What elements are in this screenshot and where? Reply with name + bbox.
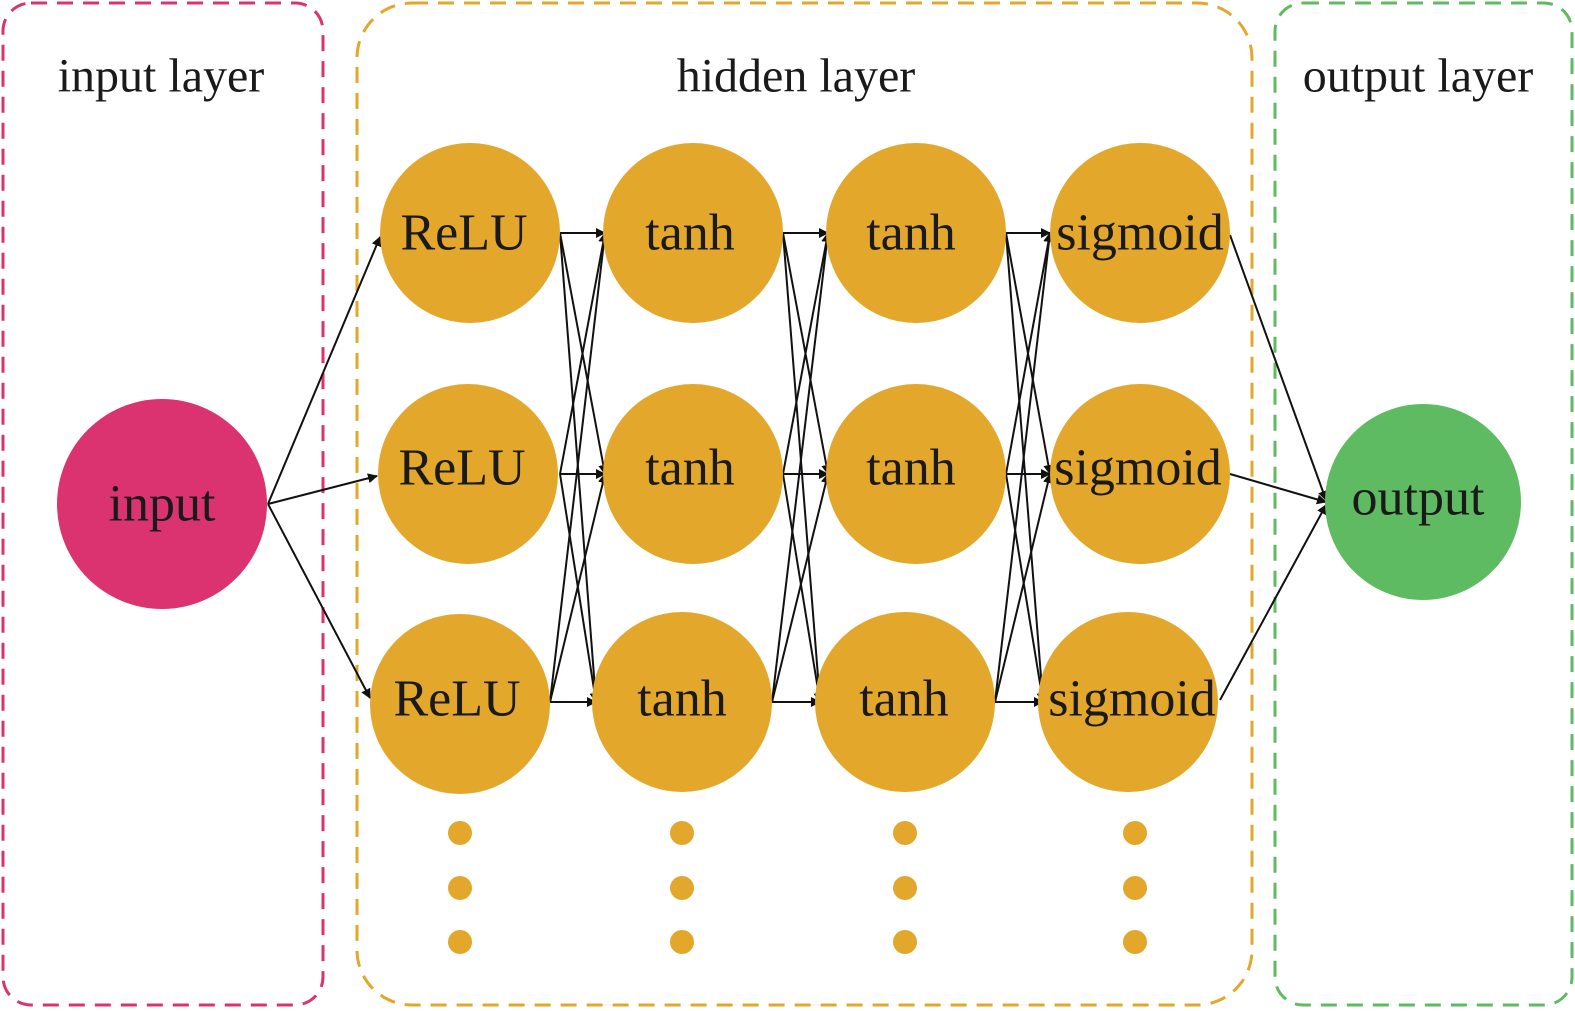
edge-c2-r2-to-c3-r3 <box>782 473 824 703</box>
edge-c3-r3-to-c4-r1 <box>994 232 1054 703</box>
hidden-node-c1-r2 <box>378 384 558 564</box>
edge-c3-r3-to-c4-r2 <box>994 473 1053 703</box>
edge-c1-r3-to-c2-r2 <box>549 473 608 703</box>
ellipsis-dot <box>670 930 694 954</box>
hidden-node-c1-r1 <box>380 143 560 323</box>
edge-input-to-c1-r3 <box>267 503 371 699</box>
ellipsis-dot <box>893 876 917 900</box>
hidden-node-c4-r3-label: sigmoid <box>1048 671 1216 728</box>
hidden-column-3: tanh tanh tanh <box>815 143 1006 792</box>
edge-c2-r2-to-c3-r1 <box>782 232 832 475</box>
output-layer-title: output layer <box>1303 50 1534 103</box>
ellipsis-dot <box>448 821 472 845</box>
output-node-circle <box>1325 404 1521 600</box>
edge-c4-r1-to-output <box>1229 234 1328 501</box>
edge-c3-r2-to-c4-r1 <box>1005 232 1054 475</box>
hidden-node-c3-r3 <box>815 612 995 792</box>
hidden-node-c4-r2-label: sigmoid <box>1054 440 1222 497</box>
input-node-label: input <box>109 476 216 533</box>
ellipsis-dot <box>670 821 694 845</box>
ellipsis-dot <box>893 821 917 845</box>
edge-c2-r1-to-c3-r3 <box>782 232 825 703</box>
ellipsis-dot <box>1123 876 1147 900</box>
hidden-node-c2-r3 <box>592 612 772 792</box>
hidden-column-4: sigmoid sigmoid sigmoid <box>1038 143 1230 792</box>
hidden-node-c3-r2-label: tanh <box>866 440 956 497</box>
edge-c4-r2-to-output <box>1229 473 1327 505</box>
ellipsis-dot <box>893 930 917 954</box>
hidden-column-2: tanh tanh tanh <box>592 143 783 792</box>
edge-c3-r2-to-c4-r3 <box>1005 473 1047 703</box>
hidden-node-c4-r3 <box>1038 612 1218 792</box>
ellipsis-dot <box>448 930 472 954</box>
hidden-node-c4-r1 <box>1050 143 1230 323</box>
hidden-node-c4-r2 <box>1050 384 1230 564</box>
hidden-node-c2-r2-label: tanh <box>645 440 735 497</box>
hidden-node-c2-r1-label: tanh <box>645 205 735 262</box>
edge-c1-r3-to-c2-r1 <box>549 232 609 703</box>
output-layer-box <box>1273 1 1574 1007</box>
edge-c4-r3-to-output <box>1219 504 1327 701</box>
hidden-node-c4-r1-label: sigmoid <box>1056 205 1224 262</box>
ellipsis-dot <box>670 876 694 900</box>
edge-c1-r2-to-c2-r1 <box>559 232 609 475</box>
hidden-node-c2-r1 <box>603 143 783 323</box>
ellipsis-dot <box>448 876 472 900</box>
output-node: output <box>1325 404 1521 600</box>
hidden-node-c2-r3-label: tanh <box>637 671 727 728</box>
ellipsis-dot <box>1123 821 1147 845</box>
edge-c2-r3-to-c3-r1 <box>771 232 832 703</box>
hidden-column-1: ReLU ReLU ReLU <box>370 143 560 794</box>
output-node-label: output <box>1352 470 1485 527</box>
hidden-node-c1-r2-label: ReLU <box>398 440 525 497</box>
ellipsis-dot <box>1123 930 1147 954</box>
edge-input-to-c1-r1 <box>267 236 382 505</box>
hidden-layer-title: hidden layer <box>677 50 916 103</box>
hidden-node-c3-r1-label: tanh <box>866 205 956 262</box>
continuation-dots <box>448 821 1147 954</box>
connection-edges <box>267 228 1328 707</box>
hidden-layer-box <box>355 1 1254 1007</box>
hidden-node-c1-r3-label: ReLU <box>393 671 520 728</box>
hidden-node-c2-r2 <box>603 384 783 564</box>
input-node-circle <box>57 399 267 609</box>
edge-c3-r1-to-c4-r3 <box>1005 232 1048 703</box>
hidden-node-c1-r1-label: ReLU <box>400 205 527 262</box>
edge-c2-r3-to-c3-r2 <box>771 473 831 703</box>
input-node: input <box>57 399 267 609</box>
hidden-node-c3-r3-label: tanh <box>859 671 949 728</box>
hidden-node-c3-r2 <box>826 384 1006 564</box>
hidden-node-c3-r1 <box>826 143 1006 323</box>
input-layer-title: input layer <box>58 50 265 103</box>
input-layer-box <box>1 1 325 1007</box>
edge-input-to-c1-r2 <box>267 473 378 505</box>
hidden-node-c1-r3 <box>370 614 550 794</box>
